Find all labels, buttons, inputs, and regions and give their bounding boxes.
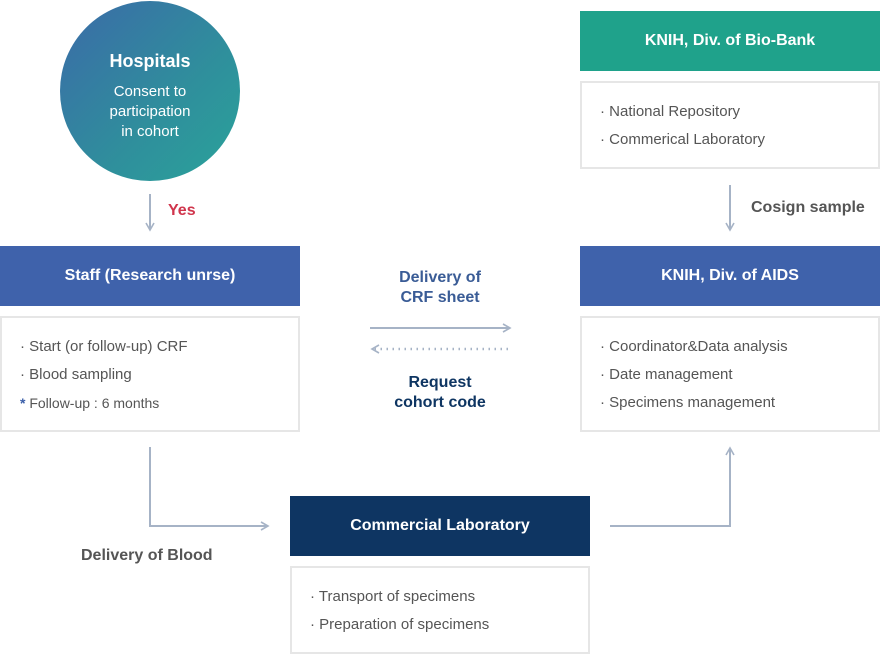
biobank-item-lab: · Commerical Laboratory [600, 131, 766, 148]
arrow-commercial-to-aids [610, 446, 735, 527]
commercial-header: Commercial Laboratory [290, 496, 590, 556]
staff-note-text: Follow-up : 6 months [25, 395, 160, 411]
staff-body: · Start (or follow-up) CRF · Blood sampl… [0, 316, 300, 432]
staff-item-crf: · Start (or follow-up) CRF [20, 338, 188, 355]
hospitals-subtitle-1: Consent to [113, 83, 187, 100]
biobank-body: · National Repository · Commerical Labor… [580, 81, 880, 169]
asterisk-icon: * [20, 395, 26, 411]
request-code-label: Request cohort code [370, 373, 510, 413]
staff-note: * Follow-up : 6 months [20, 389, 280, 417]
request-code-line1: Request [408, 374, 472, 391]
aids-item-specimens: · Specimens management [600, 394, 776, 411]
delivery-crf-line1: Delivery of [399, 269, 481, 286]
yes-label: Yes [168, 202, 196, 219]
request-code-line2: cohort code [394, 394, 486, 411]
commercial-body: · Transport of specimens · Preparation o… [290, 566, 590, 654]
hospitals-subtitle-2: participation [109, 103, 191, 120]
arrow-staff-to-commercial [149, 447, 270, 531]
staff-item-blood: · Blood sampling [20, 366, 132, 383]
commercial-item-transport: · Transport of specimens [310, 588, 476, 605]
aids-item-coordinator: · Coordinator&Data analysis [600, 338, 788, 355]
aids-body: · Coordinator&Data analysis · Date manag… [580, 316, 880, 432]
hospitals-circle: Hospitals Consent to participation in co… [60, 1, 240, 181]
delivery-blood-label: Delivery of Blood [81, 547, 213, 564]
hospitals-subtitle-3: in cohort [121, 123, 179, 140]
cosign-label: Cosign sample [751, 199, 865, 216]
staff-header: Staff (Research unrse) [0, 246, 300, 306]
aids-item-date: · Date management [600, 366, 733, 383]
delivery-crf-label: Delivery of CRF sheet [370, 268, 510, 308]
biobank-header: KNIH, Div. of Bio-Bank [580, 11, 880, 71]
biobank-item-repository: · National Repository [600, 103, 741, 120]
delivery-crf-line2: CRF sheet [400, 289, 480, 306]
commercial-item-preparation: · Preparation of specimens [310, 616, 490, 633]
aids-header: KNIH, Div. of AIDS [580, 246, 880, 306]
hospitals-title: Hospitals [109, 51, 191, 71]
